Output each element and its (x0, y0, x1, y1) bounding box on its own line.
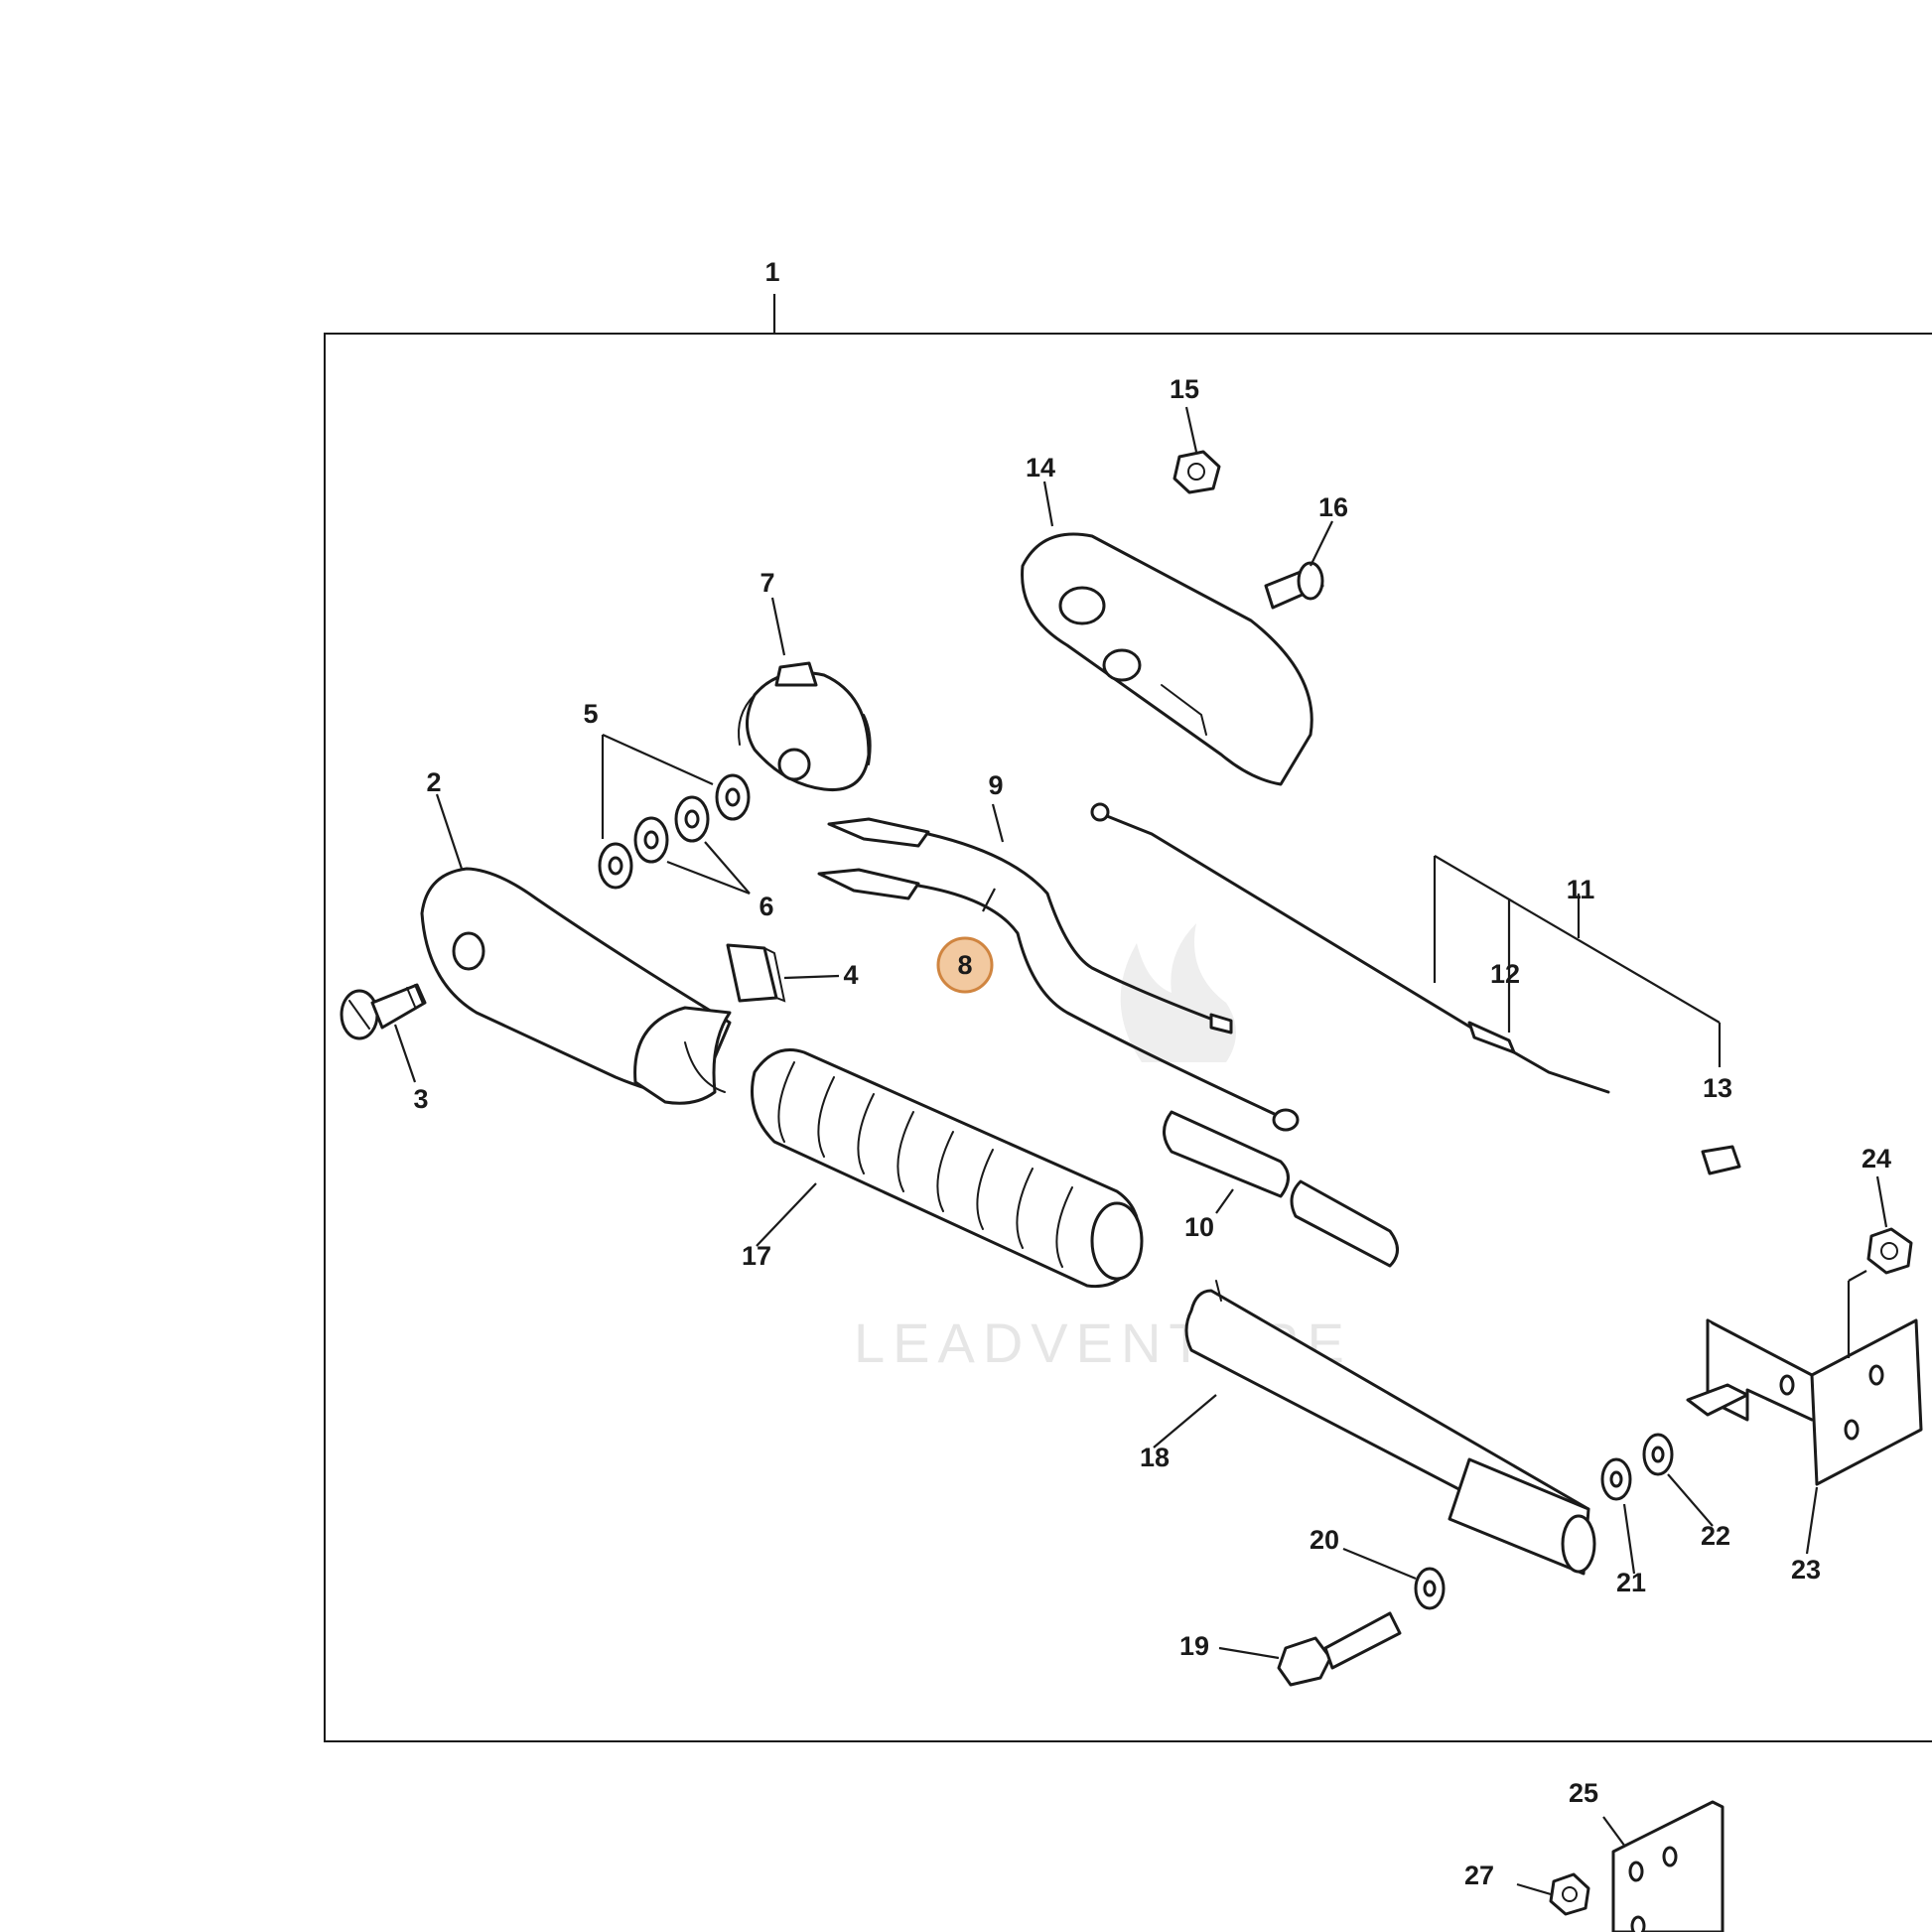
part-11-cable (1090, 802, 1610, 1094)
callout-5[interactable]: 5 (583, 699, 598, 729)
callout-9[interactable]: 9 (988, 770, 1003, 800)
part-23-bracket (1686, 1318, 1923, 1486)
part-7-cam (738, 661, 872, 792)
callout-6[interactable]: 6 (759, 892, 773, 921)
assembly-frame (324, 333, 1932, 1742)
part-10-grips (1163, 1110, 1399, 1268)
part-22-washer (1642, 1433, 1674, 1476)
part-17-large-spring (751, 1048, 1144, 1289)
part-9-lever-wire (827, 817, 1233, 1035)
callout-13[interactable]: 13 (1703, 1073, 1732, 1103)
part-13-ferrule (1701, 1145, 1741, 1175)
part-21-washer (1600, 1457, 1632, 1501)
callout-25[interactable]: 25 (1569, 1778, 1598, 1808)
callout-14[interactable]: 14 (1026, 453, 1055, 483)
callout-16[interactable]: 16 (1318, 492, 1348, 522)
part-20-washer (1414, 1567, 1446, 1610)
callout-10[interactable]: 10 (1184, 1212, 1214, 1242)
part-5-6-washers (598, 773, 751, 890)
callout-4[interactable]: 4 (843, 960, 858, 990)
part-2-handle-bracket (420, 867, 732, 1105)
callout-12[interactable]: 12 (1490, 959, 1520, 989)
part-3-bolt (340, 983, 427, 1040)
callout-24[interactable]: 24 (1862, 1144, 1891, 1173)
part-24-nut (1866, 1227, 1913, 1275)
highlight-circle (936, 936, 994, 994)
callout-23[interactable]: 23 (1791, 1555, 1821, 1585)
part-14-housing (1021, 532, 1313, 786)
callout-2[interactable]: 2 (426, 767, 441, 797)
callout-11[interactable]: 11 (1567, 875, 1595, 904)
callout-19[interactable]: 19 (1179, 1631, 1209, 1661)
callout-7[interactable]: 7 (759, 568, 774, 598)
part-15-nut (1173, 450, 1221, 494)
part-4-block (726, 943, 786, 1003)
callout-17[interactable]: 17 (742, 1241, 771, 1271)
callout-18[interactable]: 18 (1140, 1443, 1170, 1472)
part-16-screw (1264, 561, 1324, 610)
part-19-bolt (1277, 1611, 1402, 1687)
callout-1[interactable]: 1 (764, 257, 779, 287)
callout-8-label: 8 (957, 950, 972, 980)
callout-3[interactable]: 3 (413, 1084, 428, 1114)
callout-15[interactable]: 15 (1170, 374, 1199, 404)
callout-21[interactable]: 21 (1616, 1568, 1646, 1597)
leader-lines (393, 406, 1888, 1896)
callout-22[interactable]: 22 (1701, 1521, 1730, 1551)
part-25-plate (1611, 1800, 1725, 1932)
callout-8-highlighted[interactable]: 8 (936, 936, 994, 994)
callout-labels: 1 2 3 4 5 6 7 9 10 11 12 13 14 15 16 17 … (413, 257, 1891, 1890)
callout-20[interactable]: 20 (1310, 1525, 1339, 1555)
callout-27[interactable]: 27 (1464, 1861, 1494, 1890)
part-27-nut (1549, 1872, 1590, 1916)
part-18-spring-tube (1184, 1280, 1596, 1576)
